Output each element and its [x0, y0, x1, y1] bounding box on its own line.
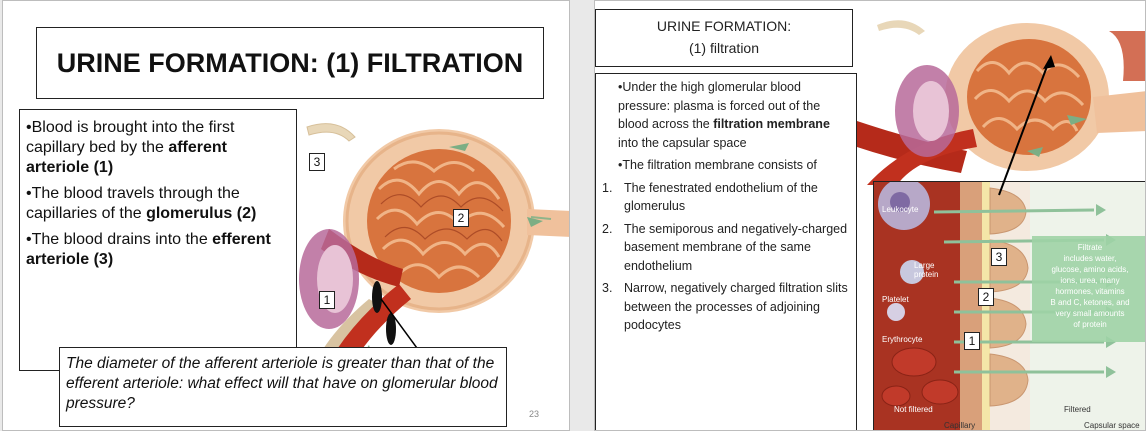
- label-capillary: Capillary: [944, 421, 975, 430]
- slide1-bullet-2: •The blood travels through the capillari…: [26, 184, 290, 224]
- svg-text:includes water,: includes water,: [1064, 254, 1117, 263]
- slide2-title-line-1: URINE FORMATION:: [596, 15, 852, 37]
- page-number: 23: [529, 409, 539, 419]
- slide1-bullet-box: •Blood is brought into the first capilla…: [19, 109, 297, 371]
- svg-text:glucose, amino acids,: glucose, amino acids,: [1052, 265, 1129, 274]
- svg-text:hormones, vitamins: hormones, vitamins: [1055, 287, 1124, 296]
- slide2-bullet-1: •Under the high glomerular blood pressur…: [618, 78, 850, 152]
- filtration-membrane-inset: Filtrate includes water, glucose, amino …: [873, 181, 1146, 431]
- svg-text:very small amounts: very small amounts: [1056, 309, 1125, 318]
- label-leukocyte: Leukocyte: [882, 205, 919, 214]
- label-platelet: Platelet: [882, 295, 909, 304]
- slide2-bullet-2: •The filtration membrane consists of: [618, 156, 850, 175]
- slide2-bullet-box: •Under the high glomerular blood pressur…: [595, 73, 857, 431]
- slide1-title: URINE FORMATION: (1) FILTRATION: [36, 27, 544, 99]
- svg-text:B and C, ketones, and: B and C, ketones, and: [1050, 298, 1129, 307]
- slide1-bullet-1: •Blood is brought into the first capilla…: [26, 118, 290, 178]
- pointer-arrow: [985, 51, 1065, 201]
- label-erythrocyte: Erythrocyte: [882, 335, 923, 344]
- svg-text:of protein: of protein: [1073, 320, 1106, 329]
- slide-filtration-intro: URINE FORMATION: (1) FILTRATION •Blood i…: [2, 0, 570, 431]
- inset-label-1: 1: [964, 332, 980, 350]
- list-item: 3.Narrow, negatively charged filtration …: [602, 279, 850, 335]
- label-1: 1: [319, 291, 335, 309]
- slide2-title: URINE FORMATION: (1) filtration: [595, 9, 853, 67]
- label-large-protein-1: Large: [914, 261, 935, 270]
- slide1-bullet-3: •The blood drains into the efferent arte…: [26, 230, 290, 270]
- slide1-question: The diameter of the afferent arteriole i…: [59, 347, 507, 427]
- slide-filtration-membrane: URINE FORMATION: (1) filtration •Under t…: [594, 0, 1146, 431]
- label-large-protein-2: protein: [914, 270, 938, 279]
- slide2-title-line-2: (1) filtration: [596, 37, 852, 59]
- inset-label-2: 2: [978, 288, 994, 306]
- label-3: 3: [309, 153, 325, 171]
- svg-text:ions, urea, many: ions, urea, many: [1060, 276, 1119, 285]
- label-filtered: Filtered: [1064, 405, 1091, 414]
- label-capsular-space: Capsular space: [1084, 421, 1140, 430]
- inset-label-3: 3: [991, 248, 1007, 266]
- svg-text:Filtrate: Filtrate: [1078, 243, 1103, 252]
- label-2: 2: [453, 209, 469, 227]
- label-not-filtered: Not filtered: [894, 405, 933, 414]
- list-item: 1.The fenestrated endothelium of the glo…: [602, 179, 850, 216]
- list-item: 2.The semiporous and negatively-charged …: [602, 220, 850, 276]
